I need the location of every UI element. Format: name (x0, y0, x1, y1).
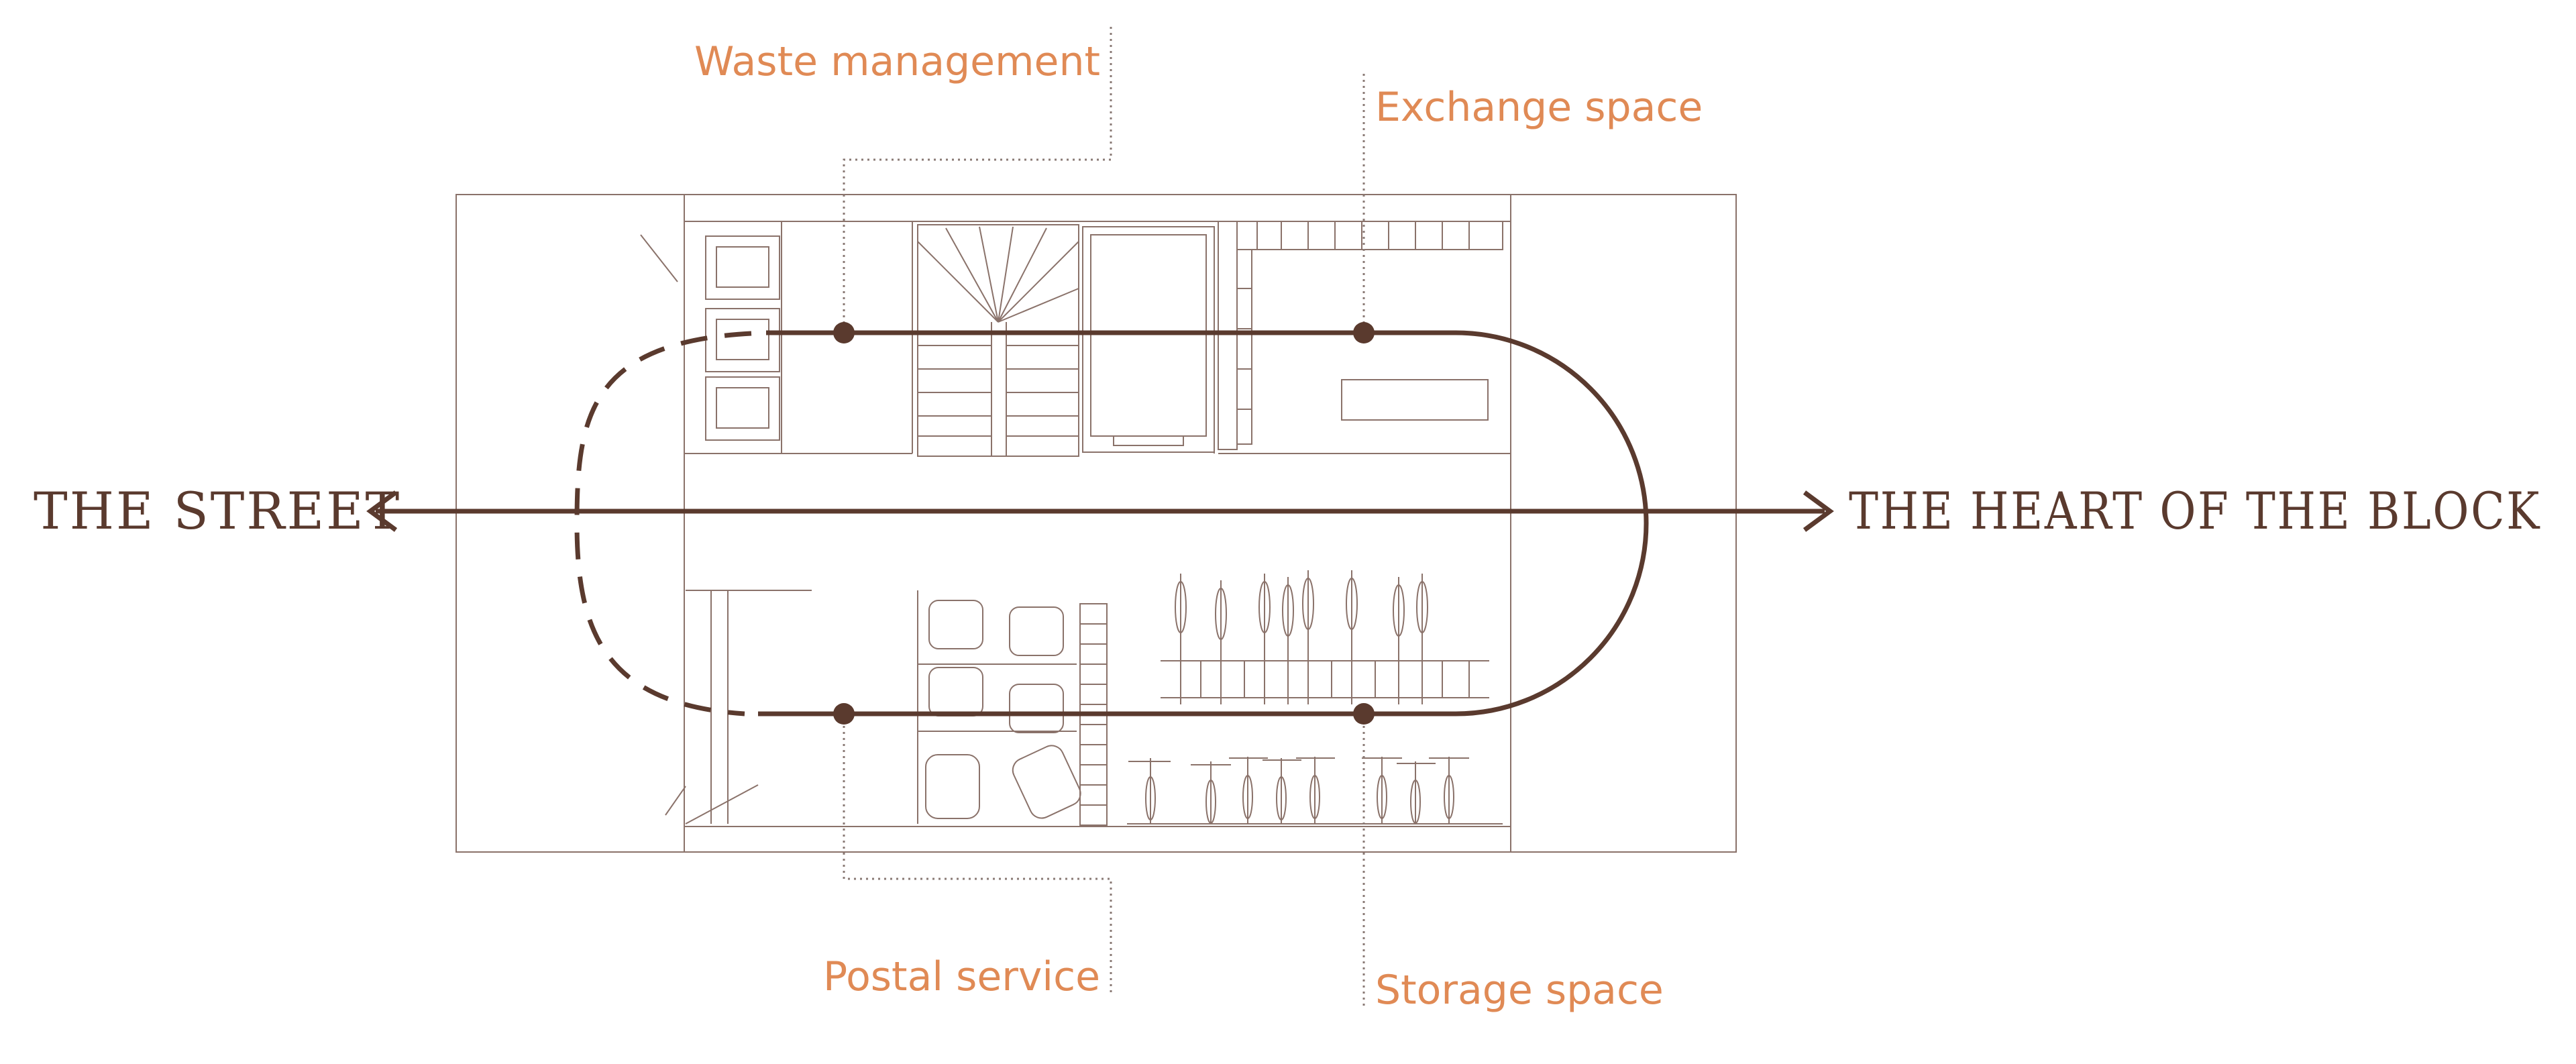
floor-plan (455, 194, 1737, 853)
postal-node (833, 703, 855, 725)
node-markers (833, 322, 1375, 725)
waste-node (833, 322, 855, 343)
building-outline (455, 194, 1737, 853)
heart-of-block-label: THE HEART OF THE BLOCK (1849, 481, 2541, 541)
exchange-space-label: Exchange space (1375, 84, 1703, 131)
postal-service-label: Postal service (823, 953, 1100, 1000)
waste-leader (843, 27, 1112, 330)
waste-bins (684, 221, 782, 454)
storage-node (1353, 703, 1375, 725)
the-street-label: THE STREET (34, 481, 401, 541)
storage-space-label: Storage space (1375, 967, 1664, 1014)
exchange-bench (1341, 379, 1489, 421)
elevator (1082, 226, 1215, 454)
leader-lines (843, 27, 1365, 1006)
street-door-bottom (665, 786, 686, 816)
arrow-head-left (366, 490, 398, 532)
inner-core-outline (684, 194, 1511, 853)
waste-management-label: Waste management (694, 38, 1100, 85)
bike-rack-upper (1161, 570, 1489, 704)
postal-leader (843, 714, 1112, 993)
circulation-path (366, 330, 1834, 716)
arrow-head-right (1803, 490, 1834, 532)
loop-solid (758, 330, 1649, 716)
staircase (917, 224, 1079, 457)
bike-rack-lower (1127, 757, 1503, 824)
street-door-top (640, 234, 678, 282)
exchange-shelving (1218, 221, 1511, 454)
postal-carts (917, 590, 1081, 824)
exchange-node (1353, 322, 1375, 343)
loop-dashed (574, 331, 752, 716)
